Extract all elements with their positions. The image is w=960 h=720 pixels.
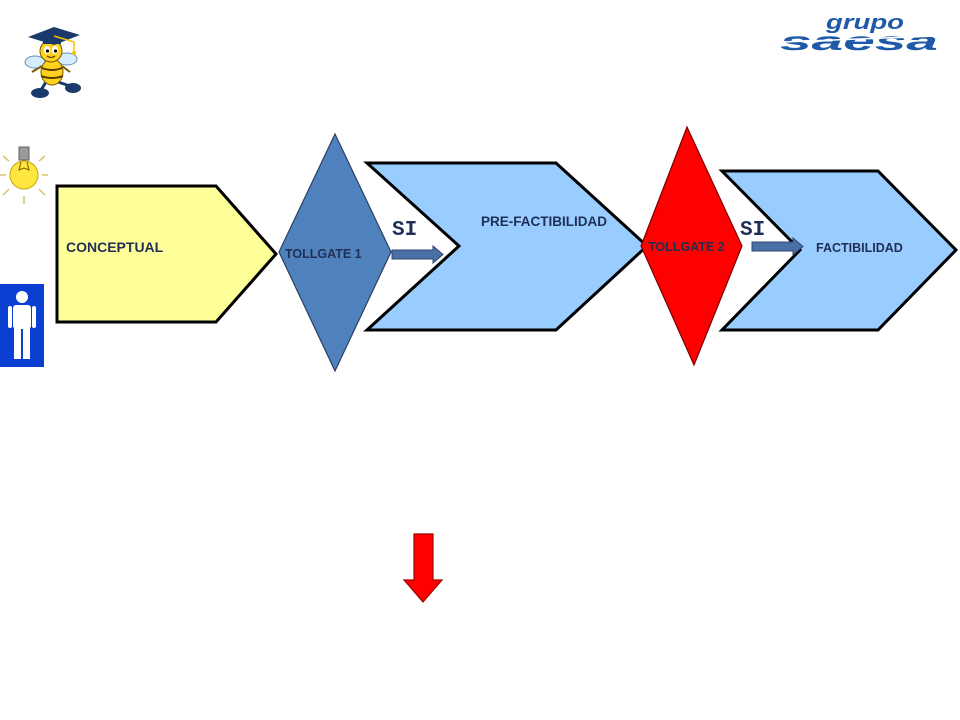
arrow-right-icon	[751, 236, 804, 257]
stage-pre-factibilidad: PRE-FACTIBILIDAD	[363, 161, 650, 332]
pre-factibilidad-label: PRE-FACTIBILIDAD	[481, 214, 607, 229]
pre-factibilidad-shape	[363, 161, 650, 332]
grupo-saesa-logo: grupo saesa	[780, 12, 938, 56]
tollgate-2-label: TOLLGATE 2	[648, 240, 725, 254]
tollgate-1-label: TOLLGATE 1	[285, 247, 362, 261]
logo-swoosh	[781, 35, 937, 43]
factibilidad-label: FACTIBILIDAD	[816, 241, 903, 255]
conceptual-shape	[55, 184, 279, 324]
person-icon	[0, 284, 44, 367]
tollgate-2-shape	[640, 125, 743, 367]
decision-1-label: SI	[392, 219, 417, 242]
tollgate-1-shape	[278, 132, 392, 373]
decision-2-label: SI	[740, 219, 765, 242]
stage-conceptual: CONCEPTUAL	[55, 184, 279, 324]
gate-tollgate-2: TOLLGATE 2	[640, 125, 743, 367]
arrow-right-icon	[391, 244, 444, 265]
arrow-down-icon	[402, 533, 444, 603]
conceptual-label: CONCEPTUAL	[66, 239, 164, 255]
gate-tollgate-1: TOLLGATE 1	[278, 132, 392, 373]
stage-factibilidad: FACTIBILIDAD	[718, 169, 959, 332]
light-bulb-icon	[0, 146, 48, 204]
logo-top-text: grupo	[825, 12, 904, 34]
factibilidad-shape	[718, 169, 959, 332]
bee-graduate-icon	[24, 27, 81, 98]
